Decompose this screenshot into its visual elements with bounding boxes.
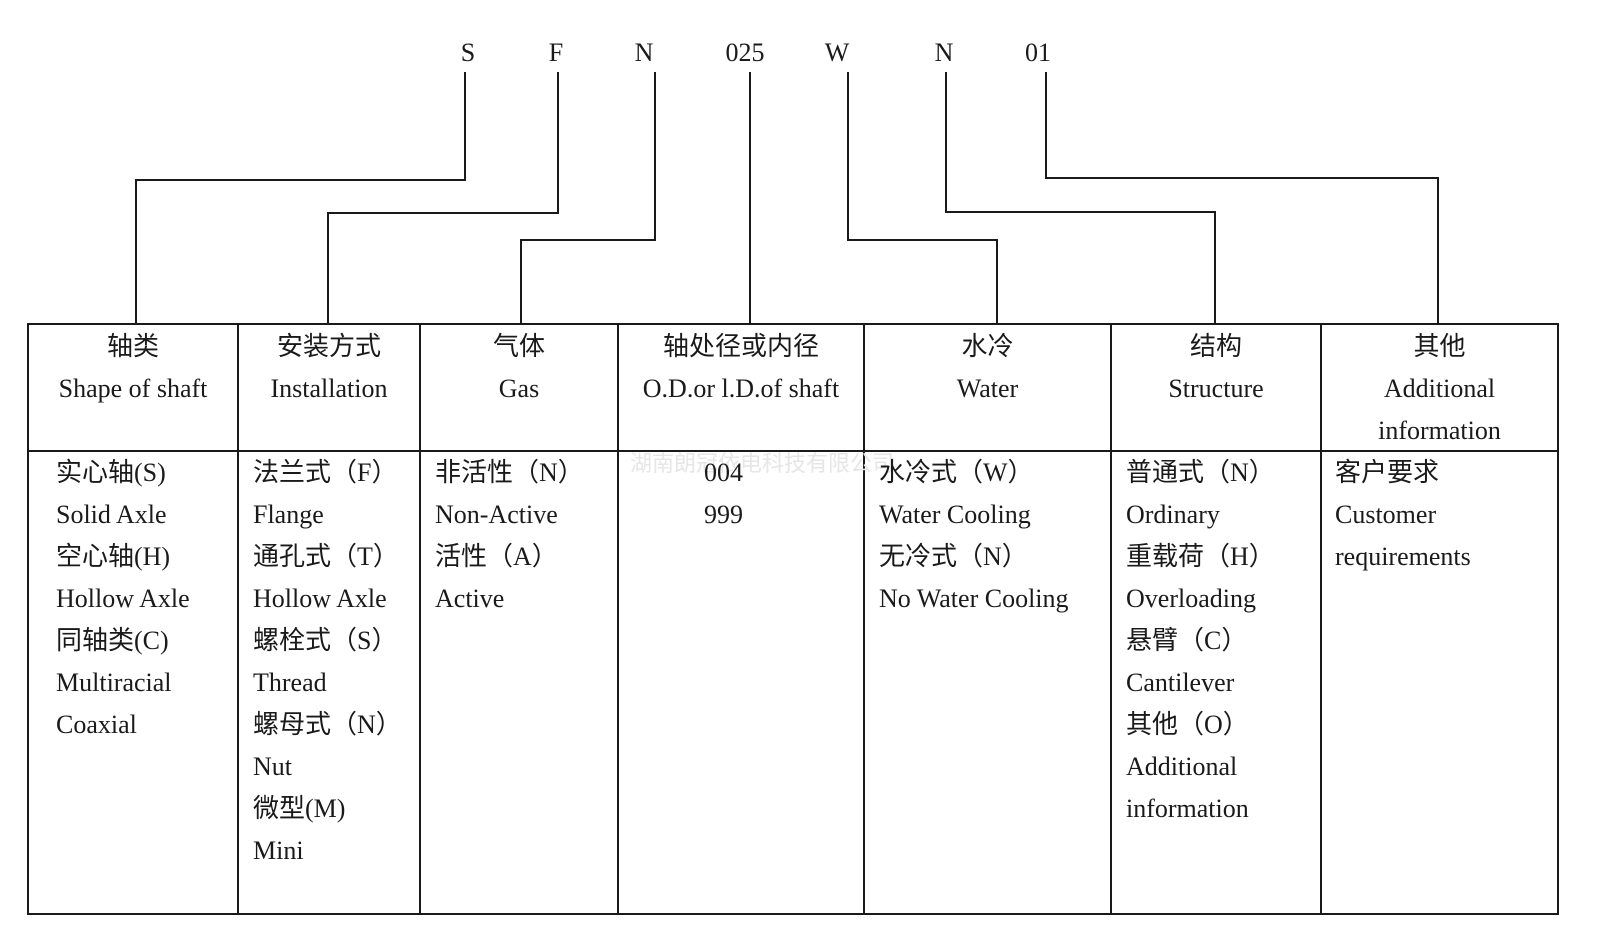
header-title-en: Gas bbox=[498, 374, 540, 403]
header-title-cn: 轴类 bbox=[106, 332, 159, 361]
header-title-en: Structure bbox=[1168, 374, 1264, 403]
connector-n-gas bbox=[520, 72, 656, 324]
option-text: Nut bbox=[253, 752, 292, 781]
code-number-025: 025 bbox=[725, 38, 765, 67]
connector-f bbox=[327, 72, 559, 324]
column-gas-options: 非活性（N） Non-Active 活性（A） Active bbox=[435, 452, 584, 620]
option-text: 法兰式（F） bbox=[253, 458, 398, 487]
header-title-cn: 轴处径或内径 bbox=[662, 332, 819, 361]
code-letter-f: F bbox=[548, 38, 564, 67]
option-text: 004 bbox=[704, 458, 743, 487]
column-water-options: 水冷式（W） Water Cooling 无冷式（N） No Water Coo… bbox=[879, 452, 1069, 620]
option-text: Non-Active bbox=[435, 500, 558, 529]
option-text: 悬臂（C） bbox=[1126, 626, 1248, 655]
header-title-en-line2: information bbox=[1378, 416, 1501, 445]
option-text: Customer bbox=[1335, 500, 1437, 529]
option-text: 空心轴(H) bbox=[56, 542, 171, 571]
option-text: 其他（O） bbox=[1126, 710, 1249, 739]
connector-w bbox=[847, 72, 998, 324]
column-additional-information-options: 客户要求 Customer requirements bbox=[1335, 452, 1471, 578]
header-title-en: O.D.or l.D.of shaft bbox=[642, 374, 840, 403]
code-letter-w: W bbox=[824, 38, 850, 67]
code-letter-s: S bbox=[460, 38, 476, 67]
option-text: 999 bbox=[704, 500, 743, 529]
option-text: 实心轴(S) bbox=[56, 458, 166, 487]
option-text: Ordinary bbox=[1126, 500, 1220, 529]
option-text: Water Cooling bbox=[879, 500, 1031, 529]
option-text: 螺母式（N） bbox=[253, 710, 402, 739]
option-text: No Water Cooling bbox=[879, 584, 1069, 613]
header-structure: 结构 Structure bbox=[1111, 326, 1321, 410]
option-text: 螺栓式（S） bbox=[253, 626, 398, 655]
table-border bbox=[27, 323, 1559, 915]
connector-s bbox=[135, 72, 466, 324]
option-text: 非活性（N） bbox=[435, 458, 584, 487]
option-text: Multiracial bbox=[56, 668, 172, 697]
header-title-cn: 其他 bbox=[1413, 332, 1466, 361]
code-letter-n: N bbox=[634, 38, 654, 67]
header-shape-of-shaft: 轴类 Shape of shaft bbox=[28, 326, 238, 410]
connector-01 bbox=[1045, 72, 1439, 324]
column-structure-options: 普通式（N） Ordinary 重载荷（H） Overloading 悬臂（C）… bbox=[1126, 452, 1275, 830]
header-title-en: Installation bbox=[270, 374, 388, 403]
option-text: Additional bbox=[1126, 752, 1238, 781]
option-text: Mini bbox=[253, 836, 304, 865]
header-title-cn: 水冷 bbox=[961, 332, 1014, 361]
option-text: requirements bbox=[1335, 542, 1471, 571]
option-text: Cantilever bbox=[1126, 668, 1235, 697]
header-installation: 安装方式 Installation bbox=[238, 326, 420, 410]
option-text: Active bbox=[435, 584, 505, 613]
option-text: Flange bbox=[253, 500, 324, 529]
option-text: 水冷式（W） bbox=[879, 458, 1034, 487]
header-title-cn: 气体 bbox=[492, 332, 545, 361]
option-text: 活性（A） bbox=[435, 542, 558, 571]
option-text: Overloading bbox=[1126, 584, 1256, 613]
option-text: 重载荷（H） bbox=[1126, 542, 1275, 571]
header-gas: 气体 Gas bbox=[420, 326, 618, 410]
option-text: 客户要求 bbox=[1335, 458, 1440, 487]
option-text: Coaxial bbox=[56, 710, 137, 739]
code-letter-n: N bbox=[934, 38, 954, 67]
header-title-en: Water bbox=[956, 374, 1019, 403]
option-text: Solid Axle bbox=[56, 500, 167, 529]
code-number-01: 01 bbox=[1025, 38, 1051, 67]
header-title-en: Shape of shaft bbox=[58, 374, 208, 403]
option-text: Hollow Axle bbox=[253, 584, 387, 613]
option-text: 微型(M) bbox=[253, 794, 346, 823]
option-text: Thread bbox=[253, 668, 327, 697]
column-shaft-diameter-options: 004 999 bbox=[704, 452, 743, 536]
option-text: 无冷式（N） bbox=[879, 542, 1028, 571]
column-shape-of-shaft-options: 实心轴(S) Solid Axle 空心轴(H) Hollow Axle 同轴类… bbox=[56, 452, 190, 746]
header-additional-information: 其他 Additional information bbox=[1321, 326, 1558, 452]
option-text: 普通式（N） bbox=[1126, 458, 1275, 487]
connector-n-structure bbox=[945, 72, 1216, 324]
header-water: 水冷 Water bbox=[864, 326, 1111, 410]
option-text: information bbox=[1126, 794, 1249, 823]
header-title-cn: 安装方式 bbox=[276, 332, 381, 361]
header-title-en: Additional bbox=[1383, 374, 1496, 403]
header-title-cn: 结构 bbox=[1189, 332, 1242, 361]
option-text: 通孔式（T） bbox=[253, 542, 399, 571]
column-installation-options: 法兰式（F） Flange 通孔式（T） Hollow Axle 螺栓式（S） … bbox=[253, 452, 402, 872]
option-text: Hollow Axle bbox=[56, 584, 190, 613]
option-text: 同轴类(C) bbox=[56, 626, 169, 655]
header-shaft-diameter: 轴处径或内径 O.D.or l.D.of shaft bbox=[618, 326, 864, 410]
watermark: 湖南朗冠依电科技有限公司 bbox=[630, 452, 895, 477]
